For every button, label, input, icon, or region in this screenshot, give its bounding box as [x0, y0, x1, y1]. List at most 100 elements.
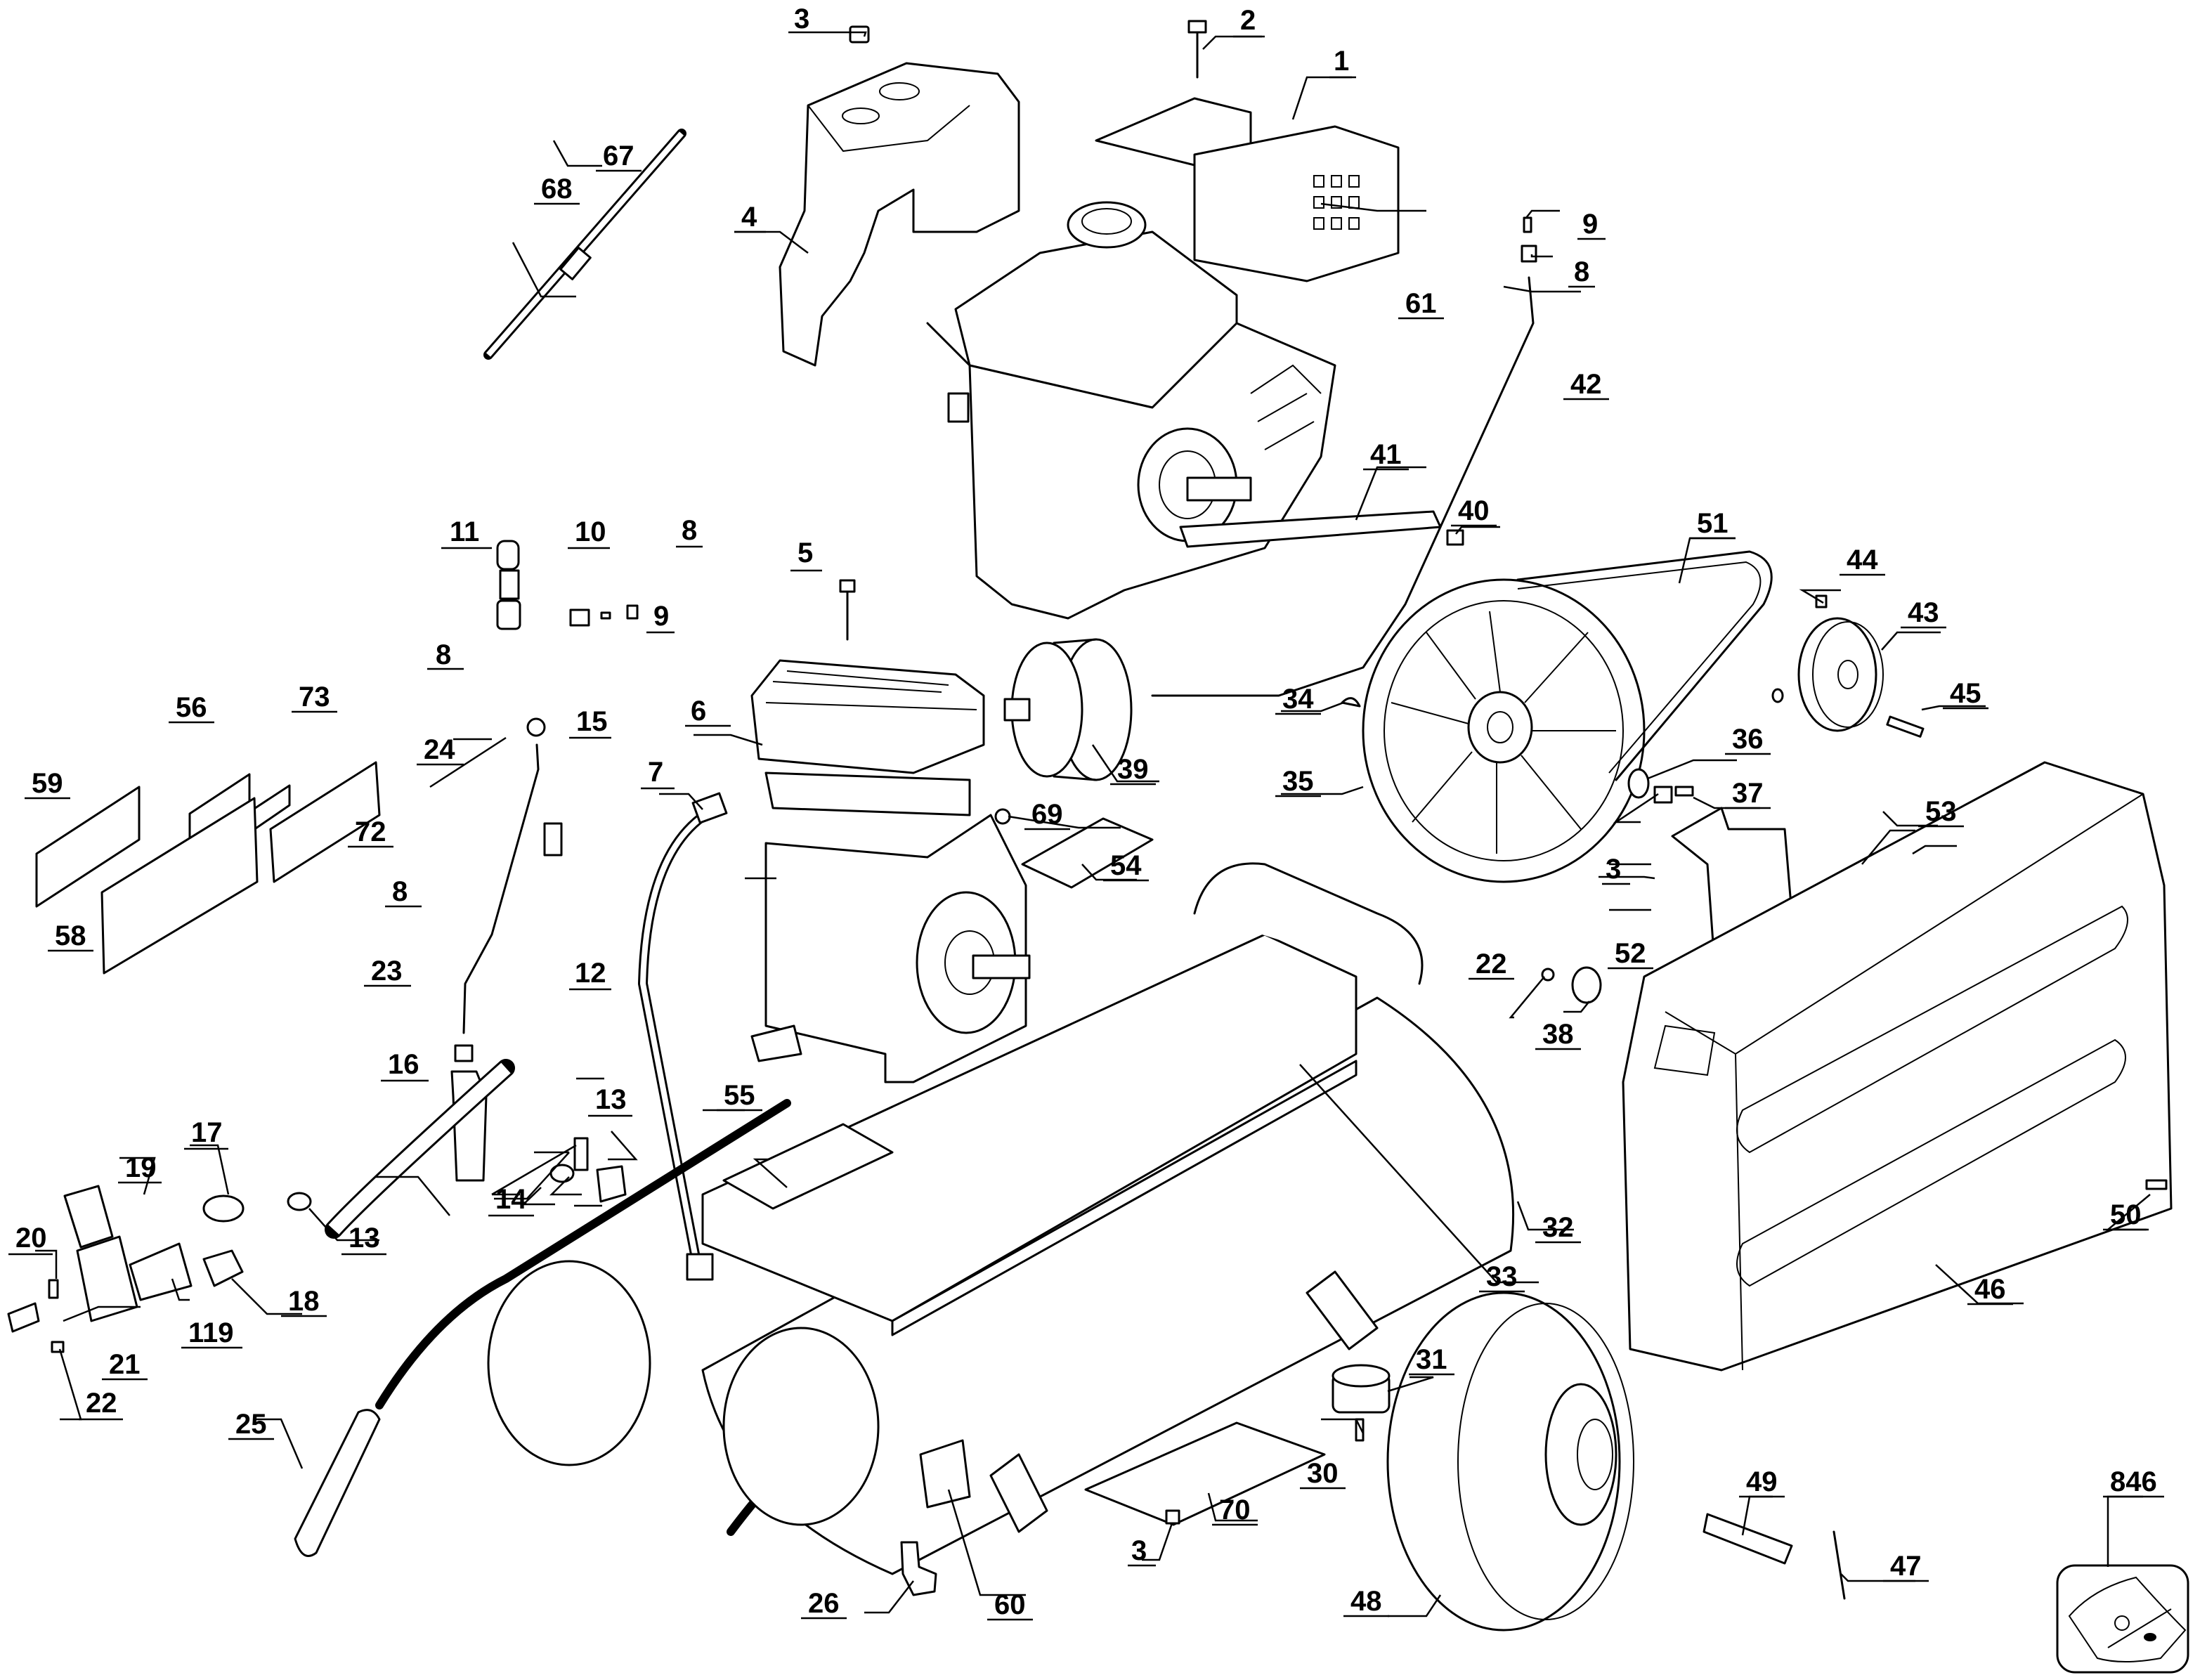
callout-9: 9 [1582, 209, 1598, 240]
callout-72: 72 [355, 816, 386, 847]
callout-44: 44 [1847, 545, 1878, 575]
callout-4: 4 [741, 202, 757, 233]
bolt-30-drawing [1355, 1418, 1365, 1442]
callout-9: 9 [653, 601, 669, 632]
screw-50-drawing [2145, 1179, 2168, 1190]
ferrule-9b-drawing [600, 611, 611, 620]
pump-bolt-drawing [839, 579, 856, 593]
callout-43: 43 [1908, 597, 1939, 628]
callout-21: 21 [109, 1349, 141, 1380]
belt-drawing [1516, 550, 1773, 781]
callout-13: 13 [595, 1084, 627, 1115]
washer-36-drawing [1627, 768, 1650, 799]
callout-59: 59 [32, 768, 63, 799]
callout-3: 3 [794, 4, 809, 34]
ferrule-drawing [1523, 216, 1532, 233]
air-filter-drawing [1003, 638, 1133, 781]
callout-3: 3 [1606, 854, 1621, 885]
callout-48: 48 [1350, 1586, 1382, 1617]
callout-15: 15 [576, 706, 608, 737]
callout-8: 8 [392, 876, 408, 907]
bolt-40-drawing [1446, 529, 1464, 546]
hose-clamp-13b-drawing [287, 1192, 312, 1211]
callout-47: 47 [1890, 1551, 1922, 1582]
callout-23: 23 [371, 956, 403, 986]
callout-32: 32 [1542, 1212, 1574, 1243]
callout-24: 24 [424, 734, 455, 765]
callout-49: 49 [1746, 1466, 1778, 1497]
check-valve-drawing [496, 540, 521, 630]
tank-assembly-drawing [375, 862, 1515, 1575]
callout-68: 68 [541, 174, 573, 204]
label-54-drawing [1021, 817, 1154, 889]
callout-52: 52 [1615, 938, 1646, 969]
compression-nut-drawing [1521, 245, 1537, 263]
callout-7: 7 [648, 757, 663, 788]
callout-56: 56 [176, 692, 207, 723]
callout-35: 35 [1282, 766, 1314, 797]
callout-22: 22 [86, 1388, 117, 1419]
callout-51: 51 [1697, 508, 1729, 539]
callout-19: 19 [125, 1152, 157, 1183]
callout-41: 41 [1370, 439, 1402, 470]
bolt-drawing [1187, 20, 1207, 79]
screw-37-drawing [1674, 786, 1694, 797]
nut-22a-drawing [51, 1341, 65, 1353]
hardware-kit-drawing [2056, 1564, 2189, 1674]
callout-31: 31 [1416, 1344, 1447, 1375]
callout-1: 1 [1334, 46, 1349, 77]
callout-70: 70 [1219, 1495, 1251, 1525]
callout-69: 69 [1031, 799, 1063, 830]
callout-6: 6 [691, 696, 706, 727]
callout-8: 8 [436, 639, 451, 670]
callout-25: 25 [235, 1409, 267, 1440]
nipple-bracket-drawing [7, 1302, 40, 1333]
handle-grip-drawing [294, 1409, 381, 1557]
callout-54: 54 [1110, 850, 1142, 881]
label-underlines [8, 31, 2164, 1621]
callout-38: 38 [1542, 1019, 1574, 1050]
spacer-drawing [1771, 688, 1784, 703]
dipstick-tube-drawing [483, 129, 686, 360]
callout-11: 11 [450, 516, 479, 547]
callout-50: 50 [2110, 1199, 2142, 1230]
callout-16: 16 [388, 1049, 419, 1080]
callout-2: 2 [1240, 5, 1256, 36]
nut-3b-drawing [1653, 786, 1673, 804]
nut-22b-drawing [1541, 968, 1555, 982]
front-cover-drawing [779, 62, 1020, 367]
key-34-drawing [1341, 697, 1361, 708]
callout-13: 13 [349, 1223, 380, 1254]
unloader-tube-drawing [462, 743, 540, 1034]
axle-drawing [1703, 1513, 1793, 1565]
wheel-drawing [1386, 1291, 1634, 1632]
callout-67: 67 [603, 141, 634, 171]
decal-sheets-drawing [35, 761, 381, 975]
engine-plate-drawing [1084, 1421, 1326, 1526]
callout-20: 20 [15, 1223, 47, 1254]
callout-42: 42 [1570, 369, 1602, 400]
callout-119: 119 [188, 1317, 234, 1348]
engine-pulley-drawing [1797, 617, 1884, 732]
callout-53: 53 [1925, 796, 1957, 827]
drain-valve-drawing [900, 1541, 937, 1596]
callout-40: 40 [1458, 495, 1490, 526]
regulator-drawing [63, 1185, 193, 1322]
callout-37: 37 [1732, 778, 1764, 809]
throttle-tube-drawing [1151, 276, 1535, 697]
callout-34: 34 [1282, 684, 1314, 715]
belt-guard-drawing [1622, 761, 2173, 1372]
callout-39: 39 [1117, 754, 1149, 785]
callout-12: 12 [575, 958, 606, 989]
callout-labels: 1 2 3 3 3 4 5 6 7 8 8 8 8 9 9 10 11 12 1… [15, 4, 2157, 1620]
nut-8a-drawing [626, 604, 639, 620]
throttle-bracket-drawing [1179, 510, 1442, 548]
screw-20-drawing [48, 1279, 59, 1299]
callout-58: 58 [55, 920, 86, 951]
callout-33: 33 [1486, 1261, 1518, 1292]
pressure-gauge-drawing [202, 1194, 245, 1223]
fitting-12-drawing [596, 1165, 627, 1203]
washer-38-drawing [1571, 966, 1602, 1004]
callout-14: 14 [495, 1184, 527, 1215]
compressor-pump-drawing [750, 659, 1031, 1083]
